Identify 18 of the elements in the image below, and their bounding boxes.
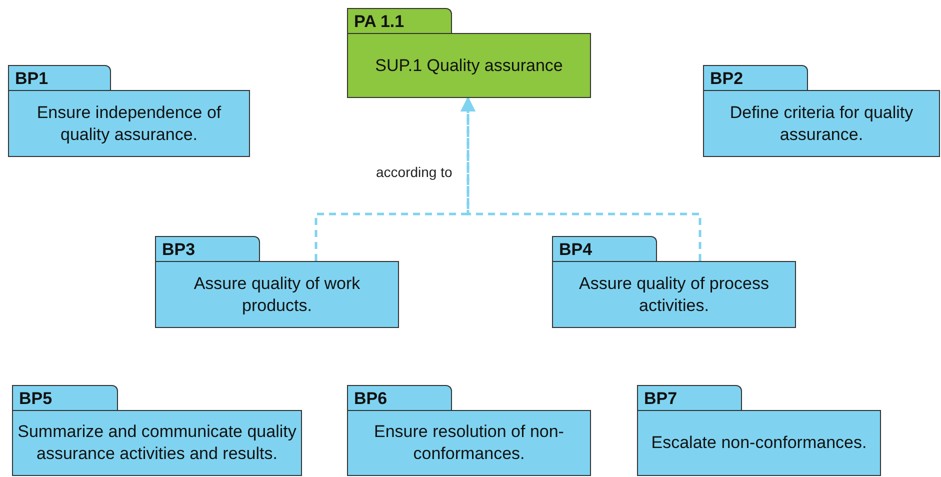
package-tab: BP3: [155, 236, 260, 262]
package-body: Escalate non-conformances.: [637, 410, 881, 476]
package-tab: BP7: [637, 385, 742, 411]
dashed-arrow: [460, 96, 702, 261]
package-body: Ensure independence of quality assurance.: [8, 90, 250, 157]
package-tab: BP5: [12, 385, 118, 411]
package-body: SUP.1 Quality assurance: [347, 33, 591, 98]
package-body: Ensure resolution of non-conformances.: [347, 410, 591, 476]
package-body: Summarize and communicate quality assurance activities and results.: [12, 410, 302, 476]
package-tab: BP4: [552, 236, 657, 262]
package-tab: BP1: [8, 65, 111, 91]
package-tab: BP6: [347, 385, 452, 411]
package-body: Assure quality of process activities.: [552, 261, 796, 328]
package-tab: BP2: [703, 65, 808, 91]
package-tab: PA 1.1: [347, 8, 452, 34]
package-body: Assure quality of work products.: [155, 261, 399, 328]
package-body: Define criteria for quality assurance.: [703, 90, 940, 157]
edge-label: according to: [374, 164, 454, 180]
